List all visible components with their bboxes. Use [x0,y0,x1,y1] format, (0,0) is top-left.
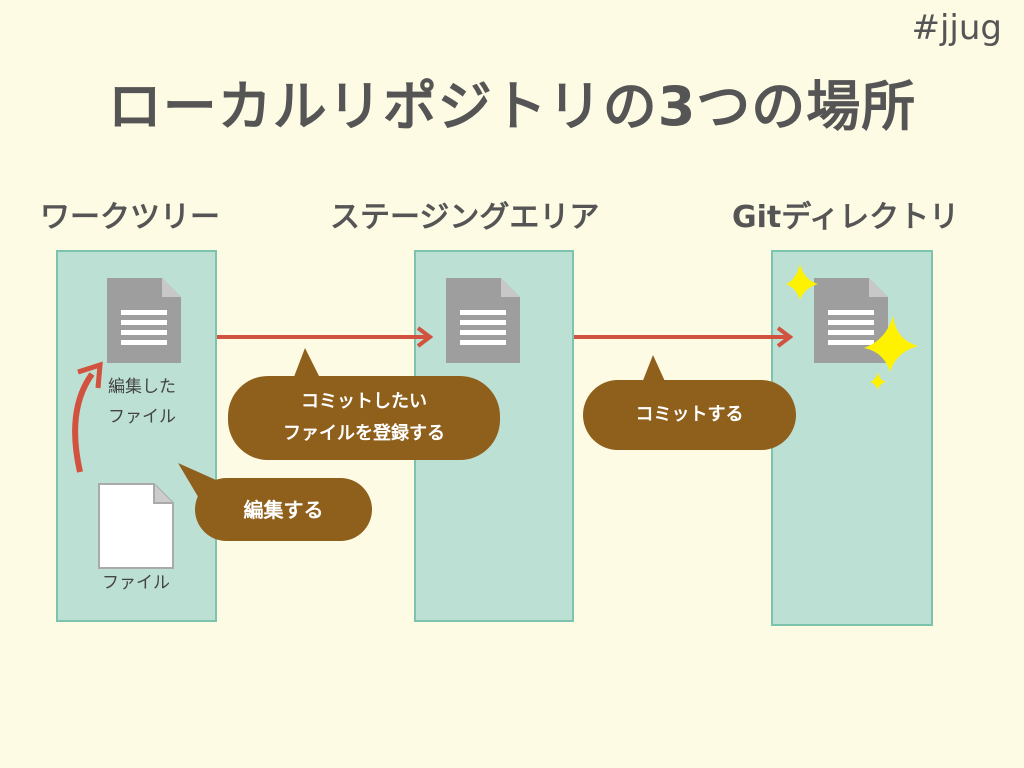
file-label: ファイル [102,573,170,593]
commit-bubble: コミットする [583,380,796,450]
hashtag: #jjug [911,8,1002,48]
slide-title: ローカルリポジトリの3つの場所 [107,75,917,138]
heading-staging-area: ステージングエリア [330,200,600,235]
sparkle-icons [786,264,918,390]
heading-work-tree: ワークツリー [40,200,220,235]
stage-arrow-icon [217,326,434,348]
stage-bubble-line1: コミットしたい [301,391,427,412]
staged-file-icon [446,278,520,363]
edit-bubble: 編集する [195,478,372,541]
edit-arrow-icon [72,361,103,473]
heading-git-directory: Gitディレクトリ [732,200,960,235]
commit-arrow-icon [574,326,794,348]
edited-file-label-line2: ファイル [108,407,176,427]
plain-file-icon [98,483,174,569]
edited-file-label: 編集した ファイル [92,372,192,432]
edited-file-label-line1: 編集した [108,377,176,397]
stage-bubble: コミットしたい ファイルを登録する [228,376,500,460]
stage-bubble-line2: ファイルを登録する [283,423,445,444]
edited-file-icon [107,278,181,363]
